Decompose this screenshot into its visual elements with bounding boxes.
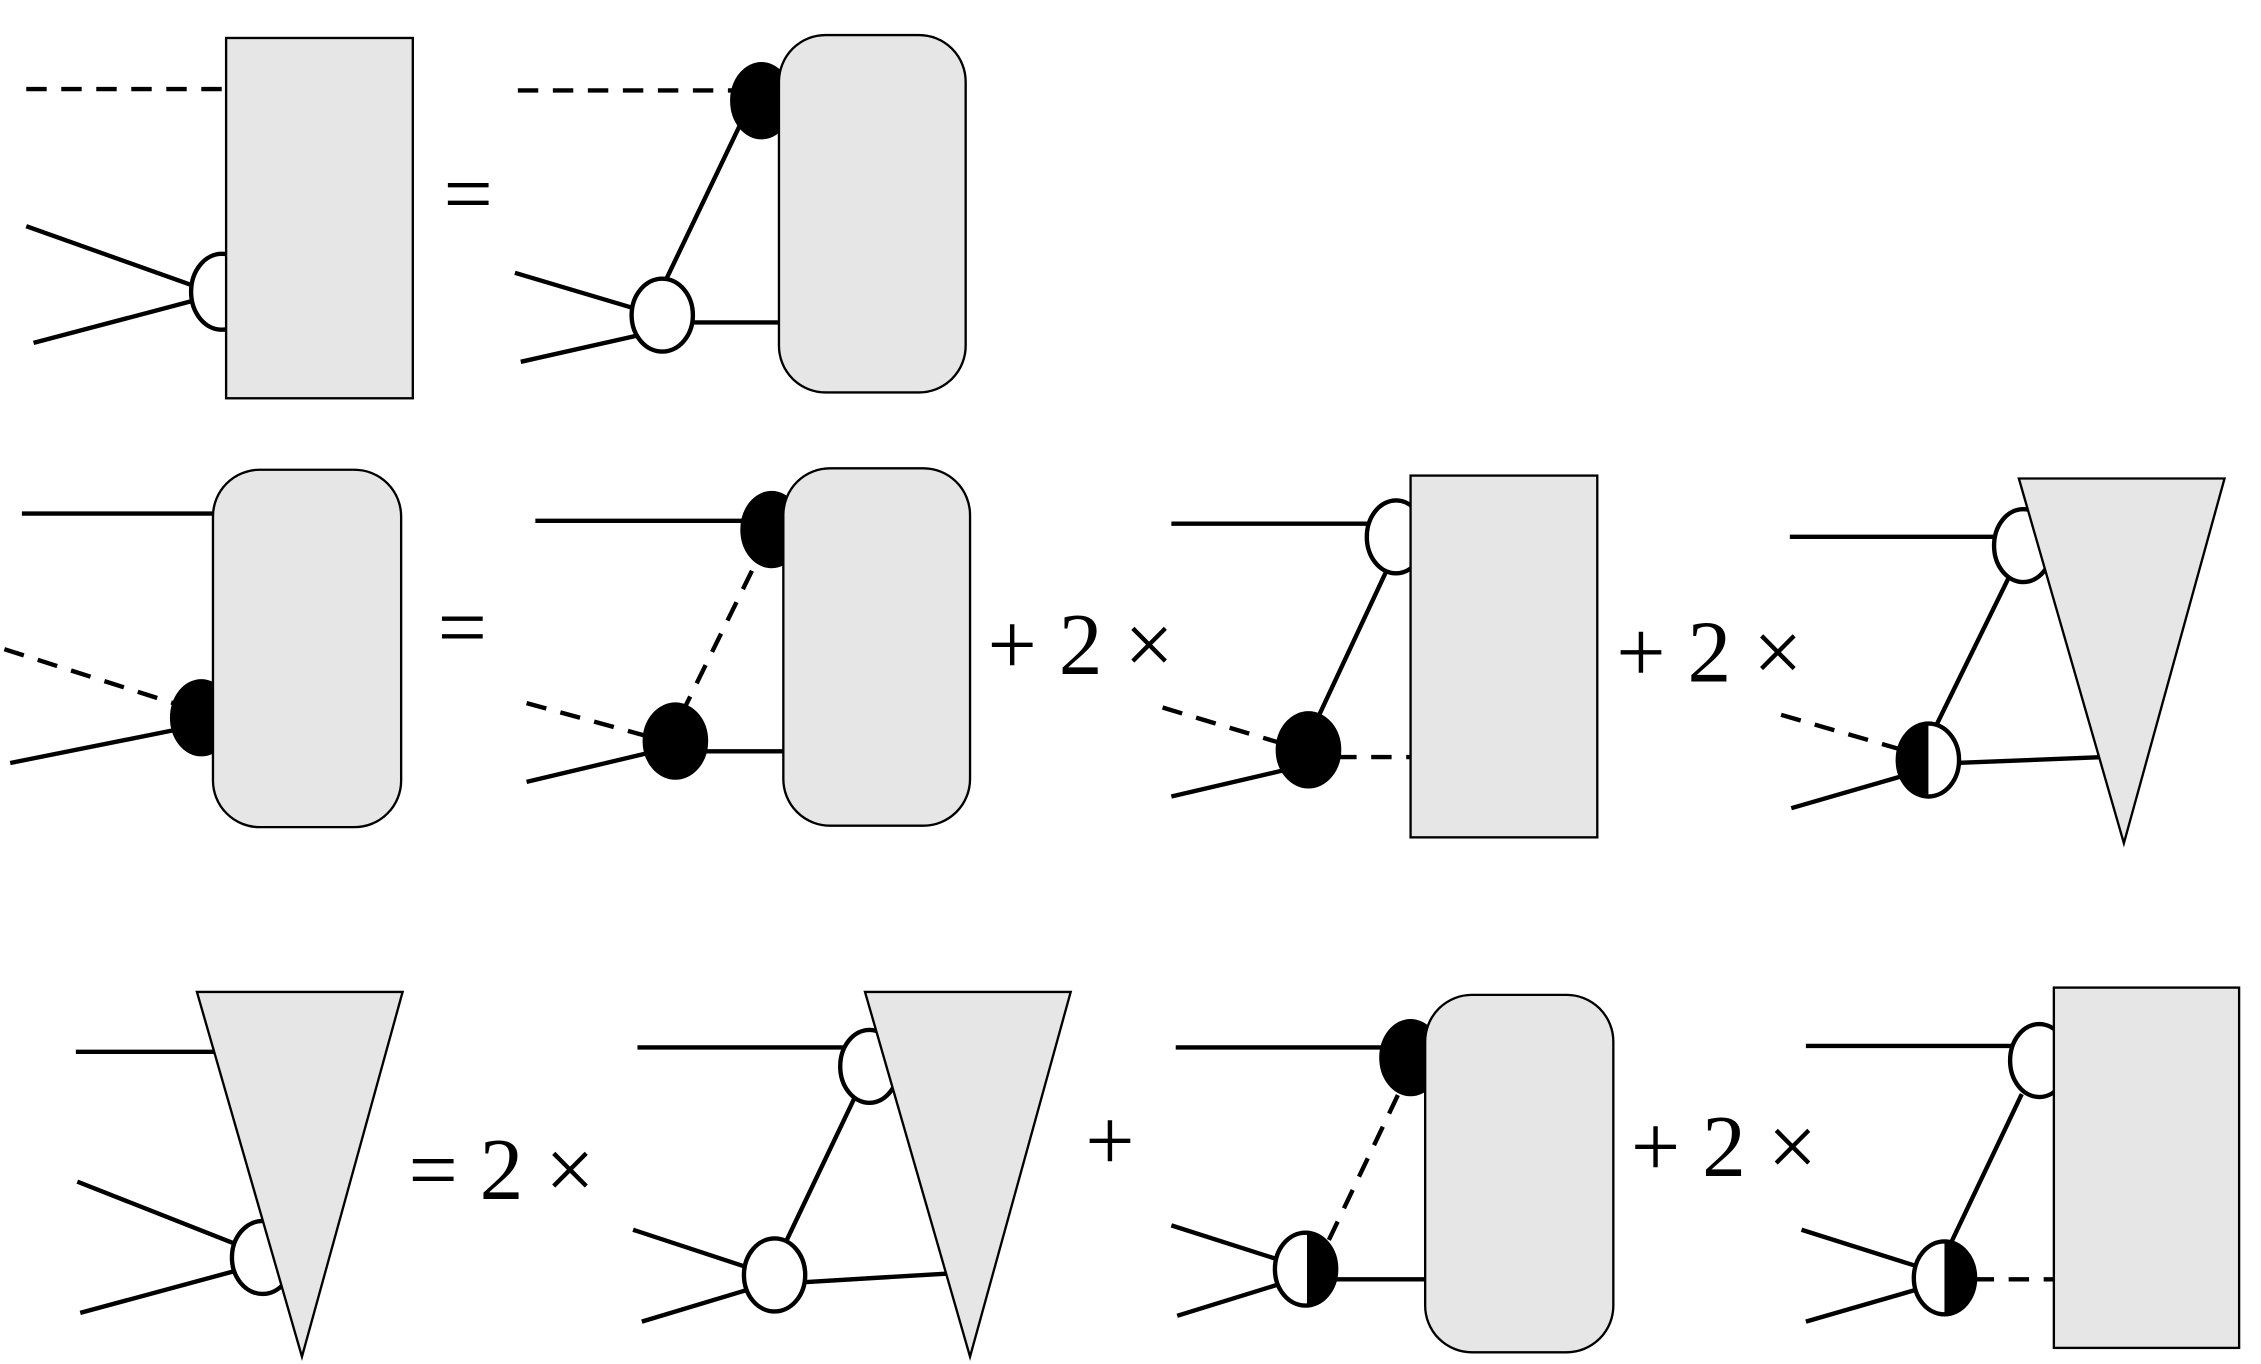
triangular-amplitude-block — [2017, 477, 2227, 848]
internal-line — [781, 1090, 860, 1249]
row2-term-4 — [1780, 477, 2227, 848]
half-filled-vertex — [1272, 1230, 1339, 1308]
external-line — [1800, 1227, 1918, 1269]
external-line — [632, 1227, 750, 1270]
half-filled-vertex — [1911, 1239, 1978, 1317]
external-line — [76, 1179, 238, 1247]
internal-line — [1933, 573, 2013, 728]
rounded-amplitude-block — [1423, 993, 1615, 1354]
internal-line — [661, 115, 746, 286]
row3-term-4 — [1800, 986, 2241, 1350]
row2-term-2 — [526, 467, 972, 827]
internal-line — [1948, 1093, 2024, 1246]
external-line — [9, 727, 179, 766]
row3-lhs-term — [75, 990, 405, 1361]
row3-term-2 — [632, 990, 1073, 1361]
dashed-propagator — [1780, 712, 1903, 752]
row3-term-3 — [1170, 993, 1615, 1354]
triangular-amplitude-block — [195, 990, 405, 1361]
external-line — [526, 750, 650, 785]
dashed-propagator — [1161, 705, 1285, 747]
open-vertex — [629, 276, 696, 354]
external-line — [32, 298, 195, 345]
rounded-amplitude-block — [211, 468, 403, 829]
internal-line — [1315, 565, 1391, 721]
rectangular-amplitude-block — [1409, 474, 1599, 839]
operator-2-1: = — [438, 578, 487, 675]
filled-vertex — [1275, 711, 1342, 789]
external-line — [1805, 1287, 1918, 1324]
operator-2-3: + 2 × — [1616, 603, 1802, 700]
external-line — [641, 1287, 749, 1324]
operator-2-2: + 2 × — [988, 596, 1174, 693]
dashed-propagator — [526, 701, 650, 739]
operator-3-3: + 2 × — [1631, 1098, 1817, 1195]
external-line — [1790, 773, 1903, 811]
triangular-amplitude-block — [863, 990, 1073, 1361]
operator-1-1: = — [443, 145, 492, 242]
internal-line — [802, 1271, 949, 1285]
operator-3-2: + — [1085, 1092, 1134, 1189]
external-line — [514, 270, 639, 312]
external-line — [25, 224, 195, 289]
filled-vertex — [642, 702, 709, 780]
equation-row-1: = — [25, 33, 967, 400]
external-line — [79, 1268, 237, 1316]
rectangular-amplitude-block — [224, 36, 414, 400]
half-filled-vertex — [1895, 721, 1962, 799]
row2-lhs-term — [3, 468, 403, 829]
external-line — [520, 333, 638, 364]
row1-lhs-term — [25, 36, 414, 400]
dashed-propagator — [3, 647, 179, 707]
dashed-propagator — [1326, 1085, 1404, 1241]
rounded-amplitude-block — [782, 467, 972, 827]
dashed-propagator — [679, 553, 762, 716]
row2-term-3 — [1161, 474, 1599, 839]
external-line — [1170, 768, 1285, 799]
equation-row-3: = 2 × + + 2 × — [75, 986, 2241, 1361]
internal-line — [1956, 754, 2104, 766]
rectangular-amplitude-block — [2052, 986, 2241, 1350]
row1-rhs-term — [514, 33, 967, 394]
external-line — [1176, 1281, 1282, 1318]
equation-row-2: = + 2 × + 2 × — [3, 467, 2227, 848]
rounded-amplitude-block — [777, 33, 967, 394]
external-line — [1170, 1223, 1282, 1263]
operator-3-1: = 2 × — [408, 1121, 594, 1218]
open-vertex — [741, 1236, 808, 1314]
